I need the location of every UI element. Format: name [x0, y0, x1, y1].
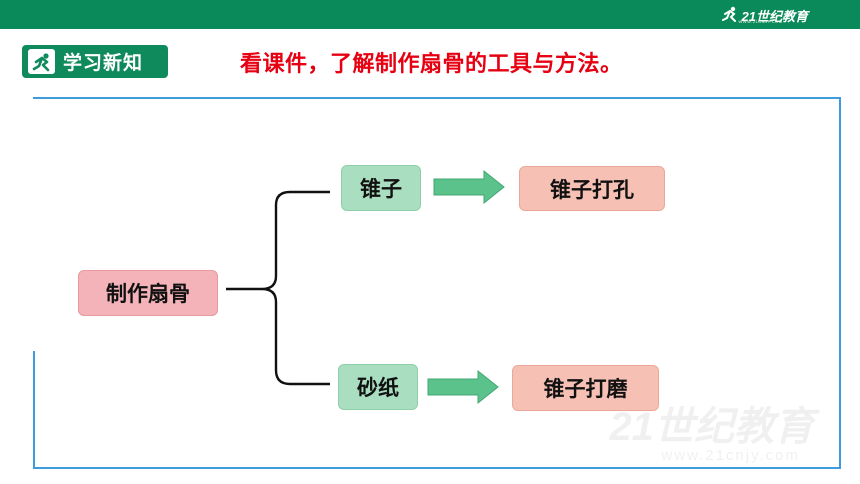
- section-tag: 学习新知: [22, 45, 168, 78]
- frame-border-bottom: [33, 467, 841, 469]
- brace-connector: [226, 190, 330, 386]
- frame-border-right: [839, 97, 841, 469]
- tool-node: 砂纸: [338, 364, 418, 410]
- method-node: 锥子打孔: [519, 166, 665, 211]
- runner-icon: [28, 49, 55, 74]
- brand-subtext: WWW.21CNJY.COM: [738, 19, 783, 24]
- root-node: 制作扇骨: [78, 270, 218, 316]
- arrow-icon: [433, 169, 505, 205]
- frame-border-top: [33, 97, 841, 99]
- method-node: 锥子打磨: [512, 365, 659, 411]
- tool-node: 锥子: [341, 165, 421, 211]
- watermark-url: www.21cnjy.com: [661, 447, 800, 464]
- arrow-icon: [427, 369, 499, 405]
- page-headline: 看课件，了解制作扇骨的工具与方法。: [240, 52, 623, 77]
- frame-border-left: [33, 351, 35, 469]
- brand-logo: 21世纪教育 WWW.21CNJY.COM: [721, 5, 808, 25]
- watermark-logo: 21世纪教育: [609, 405, 815, 449]
- top-bar: [0, 0, 860, 29]
- brand-text: 21世纪教育: [741, 8, 808, 24]
- section-tag-label: 学习新知: [63, 52, 144, 74]
- runner-logo-icon: [721, 6, 739, 25]
